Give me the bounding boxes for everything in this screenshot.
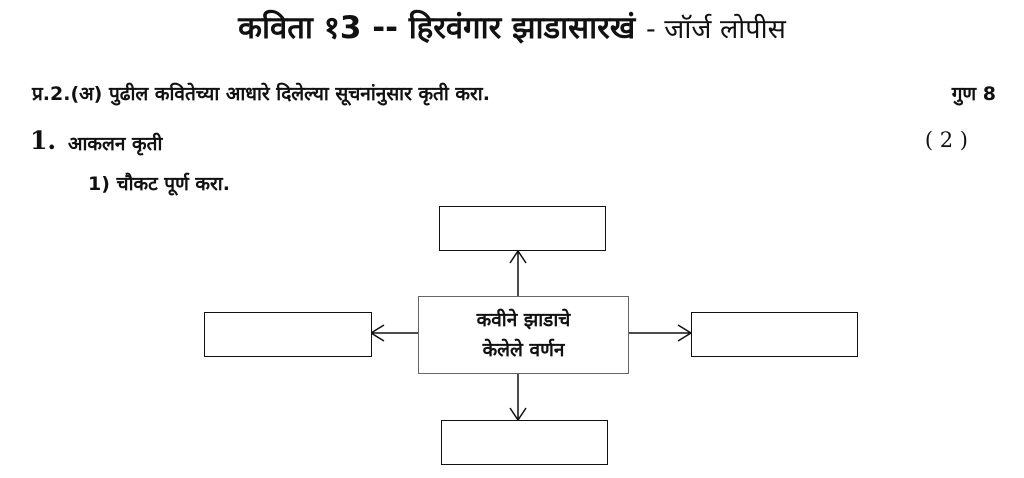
center-line-1: कवीने झाडाचे bbox=[476, 309, 571, 331]
answer-box-bottom[interactable] bbox=[441, 420, 608, 465]
question-text: प्र.2.(अ) पुढील कवितेच्या आधारे दिलेल्या… bbox=[32, 83, 490, 105]
arrow-up-head bbox=[509, 249, 527, 264]
answer-box-top[interactable] bbox=[439, 206, 606, 251]
answer-box-right[interactable] bbox=[691, 312, 858, 357]
question-marks: गुण 8 bbox=[951, 83, 996, 105]
center-concept-box: कवीने झाडाचे केलेले वर्णन bbox=[418, 296, 629, 374]
answer-box-left[interactable] bbox=[204, 312, 372, 357]
author-text: - जॉर्ज लोपीस bbox=[645, 14, 786, 45]
section-title: आकलन कृती bbox=[68, 133, 163, 155]
page-title: कविता १3 -- हिरवंगार झाडासारखं - जॉर्ज ल… bbox=[0, 6, 1024, 48]
section-marks: ( 2 ) bbox=[924, 128, 968, 152]
title-text: कविता १3 -- हिरवंगार झाडासारखं bbox=[238, 10, 636, 46]
center-line-2: केलेले वर्णन bbox=[482, 339, 565, 361]
section-number: 1. bbox=[30, 126, 57, 155]
task-label: 1) चौकट पूर्ण करा. bbox=[88, 173, 230, 195]
